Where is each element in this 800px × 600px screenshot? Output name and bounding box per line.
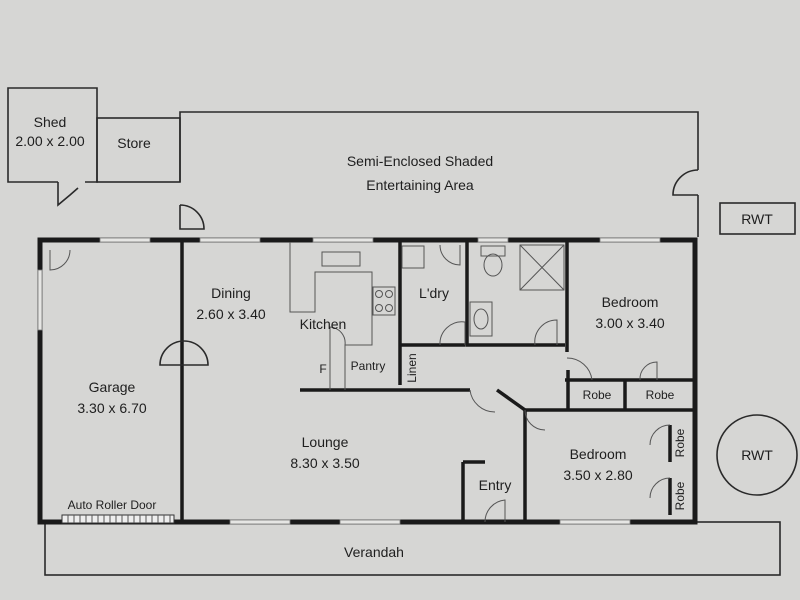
bedroom1-size: 3.00 x 3.40 [595,315,664,331]
rwt-tank-round [716,414,798,496]
garage-label: Garage [89,379,136,395]
entertaining-label-2: Entertaining Area [366,177,474,193]
garage-size: 3.30 x 6.70 [77,400,146,416]
lounge-size: 8.30 x 3.50 [290,455,359,471]
bedroom1-label: Bedroom [602,294,659,310]
laundry-tub [401,245,425,269]
dining-size: 2.60 x 3.40 [196,306,265,322]
pantry-label: Pantry [351,359,386,373]
linen-label: Linen [405,353,419,382]
entry-label: Entry [479,477,512,493]
entertaining-label-1: Semi-Enclosed Shaded [347,153,493,169]
robe2-label: Robe [646,388,675,402]
shower-icon [519,244,565,291]
roller-door [61,514,175,524]
dining-label: Dining [211,285,251,301]
robe1-label: Robe [583,388,612,402]
bathroom-fixtures [469,244,565,337]
shed-size: 2.00 x 2.00 [15,133,84,149]
verandah [44,521,781,576]
bedroom2-label: Bedroom [570,446,627,462]
roller-door-label: Auto Roller Door [68,498,157,512]
rwt-round-label: RWT [741,447,773,463]
entertaining-area [179,111,699,237]
verandah-label: Verandah [344,544,404,560]
laundry-label: L'dry [419,285,449,301]
basin-icon [473,308,489,330]
store-label: Store [117,135,151,151]
kitchen-benches [289,242,425,390]
fridge-label: F [319,362,326,376]
bedroom2-size: 3.50 x 2.80 [563,467,632,483]
rwt-tank-rect [719,202,796,235]
shed [7,87,98,207]
windows [37,237,661,525]
shed-label: Shed [34,114,67,130]
door-swings [49,244,671,523]
kitchen-label: Kitchen [300,316,347,332]
lounge-label: Lounge [302,434,349,450]
robe4-label: Robe [673,481,687,510]
rwt-rect-label: RWT [741,211,773,227]
toilet-icon [483,253,503,277]
robe3-label: Robe [673,428,687,457]
